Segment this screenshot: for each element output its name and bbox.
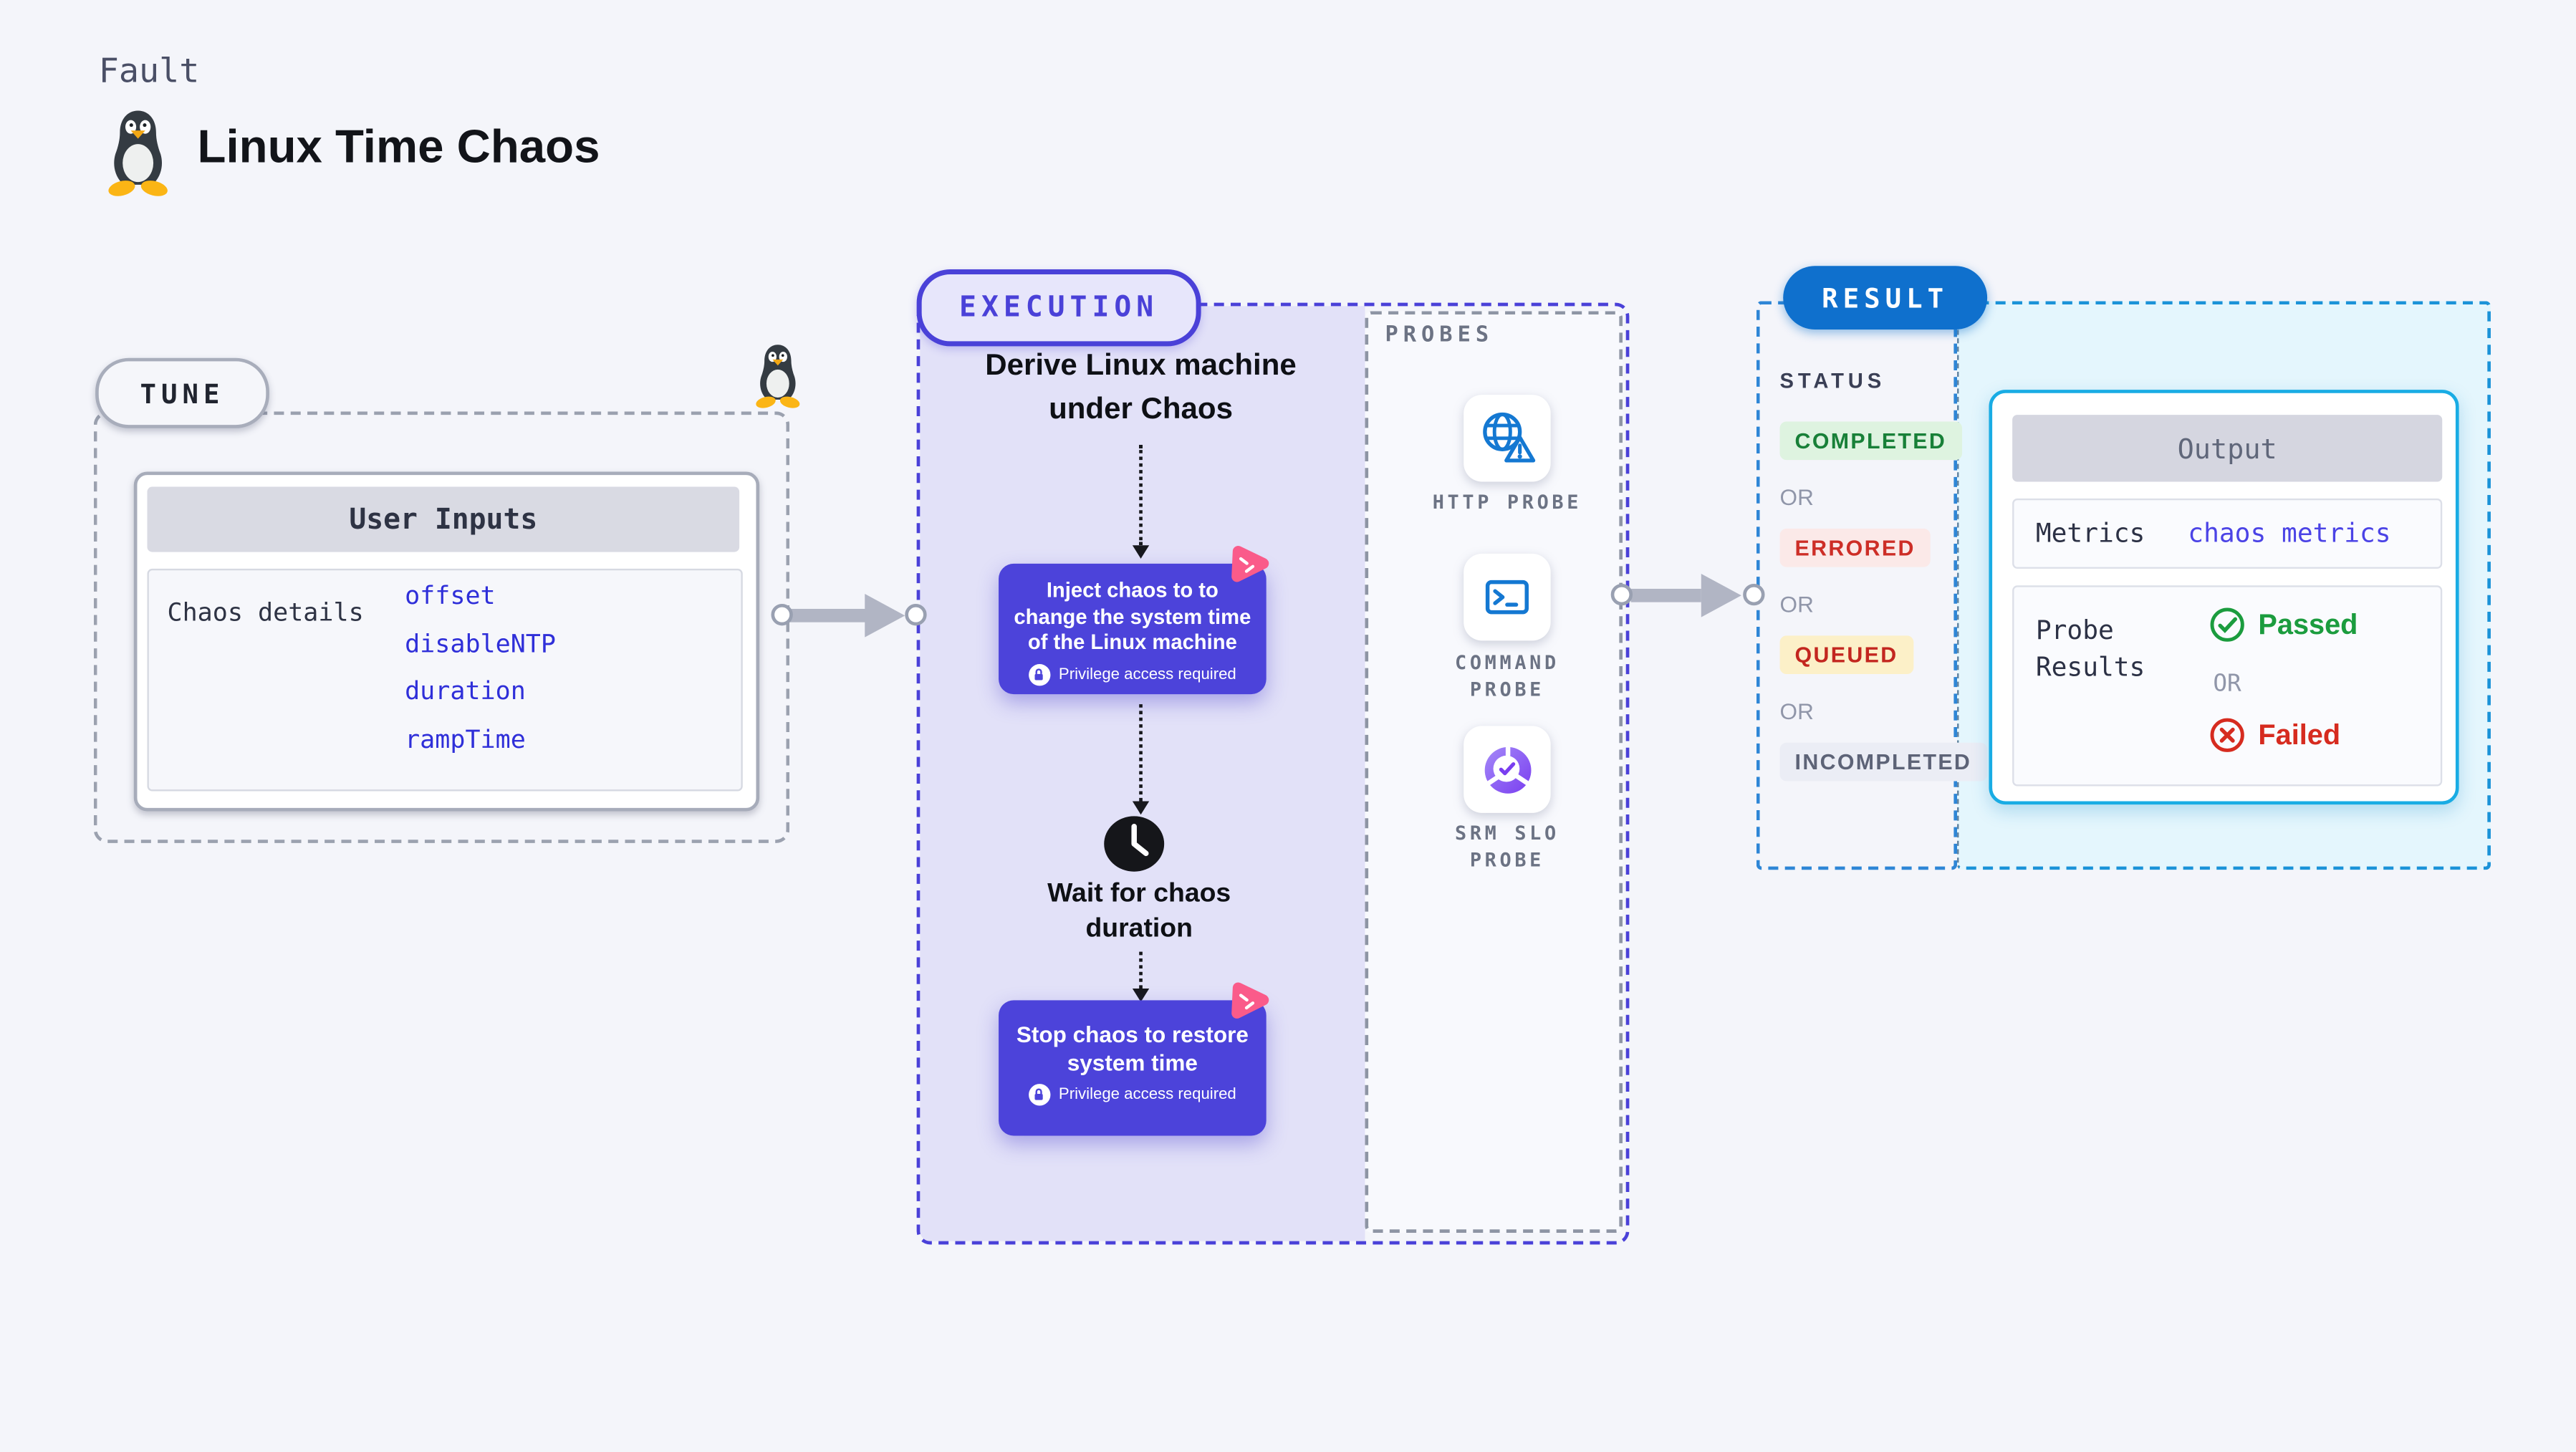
probes-heading: PROBES xyxy=(1385,322,1494,348)
passed-label: Passed xyxy=(2258,607,2358,640)
inject-step-text: Inject chaos to to change the system tim… xyxy=(1014,578,1251,655)
probe-results-label: Probe Results xyxy=(2035,615,2145,683)
status-badge-completed: COMPLETED xyxy=(1779,421,1962,461)
or-separator: OR xyxy=(2213,670,2241,698)
arrow-head xyxy=(865,593,905,638)
chaos-pink-triangle-icon xyxy=(1231,546,1269,582)
or-separator: OR xyxy=(1779,592,1814,617)
flow-arrow-down xyxy=(1132,951,1150,1002)
output-card-title: Output xyxy=(2012,415,2443,482)
or-separator: OR xyxy=(1779,699,1814,725)
privilege-row: Privilege access required xyxy=(1012,663,1253,686)
srm-slo-probe-card xyxy=(1464,726,1551,813)
metrics-label: Metrics xyxy=(2035,518,2145,549)
metrics-row: Metrics chaos metrics xyxy=(2012,498,2443,569)
arrow-shaft xyxy=(1630,588,1701,602)
http-probe-label: HTTP PROBE xyxy=(1432,490,1582,514)
stop-chaos-step: Stop chaos to restore system time Privil… xyxy=(999,1000,1267,1136)
inject-chaos-step: Inject chaos to to change the system tim… xyxy=(999,563,1267,695)
input-link-disablentp[interactable]: disableNTP xyxy=(405,628,556,660)
connector-dot xyxy=(1743,583,1765,606)
lock-icon xyxy=(1028,663,1051,686)
failed-verdict: Failed xyxy=(2210,718,2340,753)
privilege-note: Privilege access required xyxy=(1058,665,1236,683)
wait-step-text: Wait for chaos duration xyxy=(1047,880,1231,943)
page-title: Linux Time Chaos xyxy=(197,120,600,173)
or-separator: OR xyxy=(1779,485,1814,511)
arrow-head xyxy=(1701,573,1741,617)
connector-dot xyxy=(905,603,927,626)
tune-section-pill: TUNE xyxy=(95,357,269,428)
clock-icon xyxy=(1104,816,1165,872)
user-inputs-title: User Inputs xyxy=(147,486,740,552)
input-link-ramptime[interactable]: rampTime xyxy=(405,724,526,755)
chaos-details-panel xyxy=(147,568,743,792)
execution-section-pill: EXECUTION xyxy=(916,269,1201,347)
privilege-row: Privilege access required xyxy=(1012,1084,1253,1106)
result-section-pill: RESULT xyxy=(1783,266,1988,330)
fault-category-label: Fault xyxy=(98,50,200,91)
derive-step-text: Derive Linux machine under Chaos xyxy=(985,347,1297,425)
linux-tux-icon xyxy=(108,110,168,196)
status-heading: STATUS xyxy=(1779,370,1886,393)
flow-arrow-down xyxy=(1132,704,1150,815)
chaos-details-label: Chaos details xyxy=(167,597,364,628)
arrow-shaft xyxy=(789,608,867,622)
tux-corner-icon xyxy=(756,345,800,408)
x-circle-icon xyxy=(2210,718,2244,752)
probe-results-row: Probe Results Passed OR Failed xyxy=(2012,585,2443,787)
output-card: Output Metrics chaos metrics Probe Resul… xyxy=(1989,390,2459,805)
input-link-duration[interactable]: duration xyxy=(405,675,526,706)
http-probe-card xyxy=(1464,395,1551,482)
slo-donut-icon xyxy=(1484,744,1531,793)
tune-section-box xyxy=(93,411,790,843)
command-probe-card xyxy=(1464,553,1551,641)
check-circle-icon xyxy=(2210,607,2244,642)
execution-section-box xyxy=(916,302,1630,1245)
status-badge-queued: QUEUED xyxy=(1779,635,1913,675)
globe-alert-icon xyxy=(1483,412,1536,463)
terminal-icon xyxy=(1485,580,1529,615)
flow-arrow-down xyxy=(1132,445,1150,559)
metrics-value-link[interactable]: chaos metrics xyxy=(2188,518,2391,549)
stop-step-text: Stop chaos to restore system time xyxy=(1016,1021,1249,1076)
passed-verdict: Passed xyxy=(2210,607,2358,643)
connector-dot xyxy=(1610,583,1633,606)
privilege-note: Privilege access required xyxy=(1058,1085,1236,1105)
chaos-pink-triangle-icon xyxy=(1231,982,1269,1019)
srm-slo-probe-label: SRM SLO PROBE xyxy=(1454,821,1559,872)
failed-label: Failed xyxy=(2258,718,2341,751)
command-probe-label: COMMAND PROBE xyxy=(1454,650,1559,701)
status-badge-errored: ERRORED xyxy=(1779,528,1931,567)
connector-dot xyxy=(771,603,793,626)
status-badge-incompleted: INCOMPLETED xyxy=(1779,742,1987,782)
input-link-offset[interactable]: offset xyxy=(405,580,496,611)
lock-icon xyxy=(1028,1084,1051,1106)
